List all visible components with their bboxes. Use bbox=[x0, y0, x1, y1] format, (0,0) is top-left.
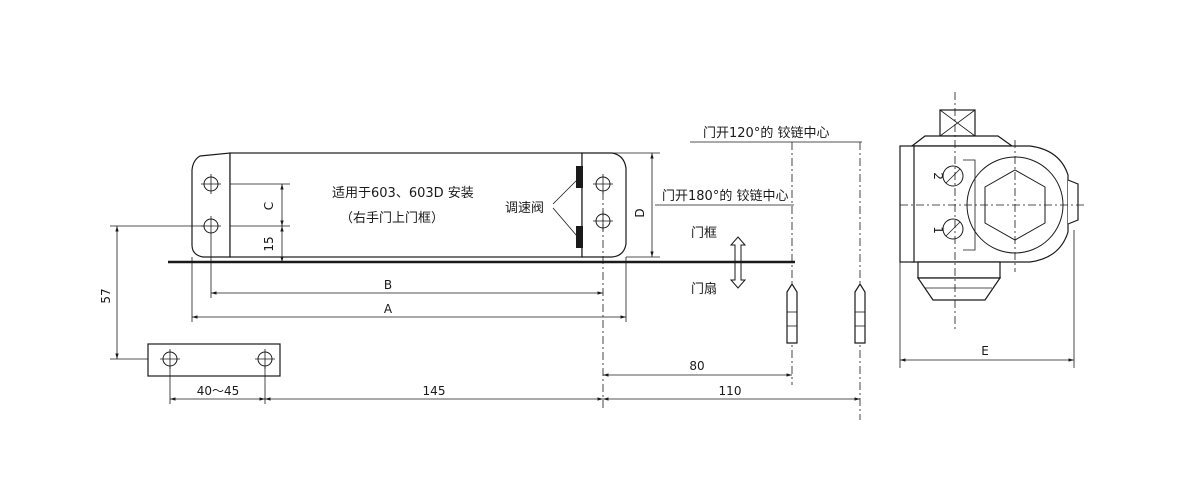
dim-40-45: 40～45 bbox=[197, 384, 240, 398]
door-frame-label: 门框 bbox=[691, 226, 717, 241]
speed-valve-leader bbox=[552, 179, 578, 237]
valve-mark-2: 2 bbox=[931, 172, 945, 180]
hinge-120 bbox=[854, 282, 866, 344]
hinge-center-180-label: 门开180°的 铰链中心 bbox=[662, 188, 788, 204]
dim-a: A bbox=[384, 302, 393, 316]
door-closer-body bbox=[191, 152, 627, 258]
dim-15: 15 bbox=[262, 236, 276, 251]
hinge-center-120-label: 门开120°的 铰链中心 bbox=[703, 125, 829, 141]
double-arrow-icon bbox=[729, 236, 747, 289]
dim-d: D bbox=[633, 208, 647, 217]
hinge-180 bbox=[786, 282, 798, 344]
dim-b: B bbox=[384, 278, 392, 292]
install-note-line2: （右手门上门框） bbox=[340, 211, 444, 226]
dim-145: 145 bbox=[423, 384, 446, 398]
speed-valve-lower bbox=[576, 226, 583, 248]
arm-bracket-plate bbox=[147, 343, 281, 377]
install-note-line1: 适用于603、603D 安装 bbox=[332, 186, 474, 201]
dim-80: 80 bbox=[689, 359, 704, 373]
door-leaf-label: 门扇 bbox=[691, 281, 717, 297]
dim-e: E bbox=[981, 344, 989, 358]
speed-valve-label: 调速阀 bbox=[505, 201, 544, 216]
valve-mark-1: 1 bbox=[931, 226, 945, 234]
dim-c: C bbox=[262, 202, 276, 210]
dim-57: 57 bbox=[99, 288, 113, 303]
dim-110: 110 bbox=[719, 384, 742, 398]
side-view bbox=[899, 92, 1085, 330]
speed-valve-upper bbox=[576, 166, 583, 188]
